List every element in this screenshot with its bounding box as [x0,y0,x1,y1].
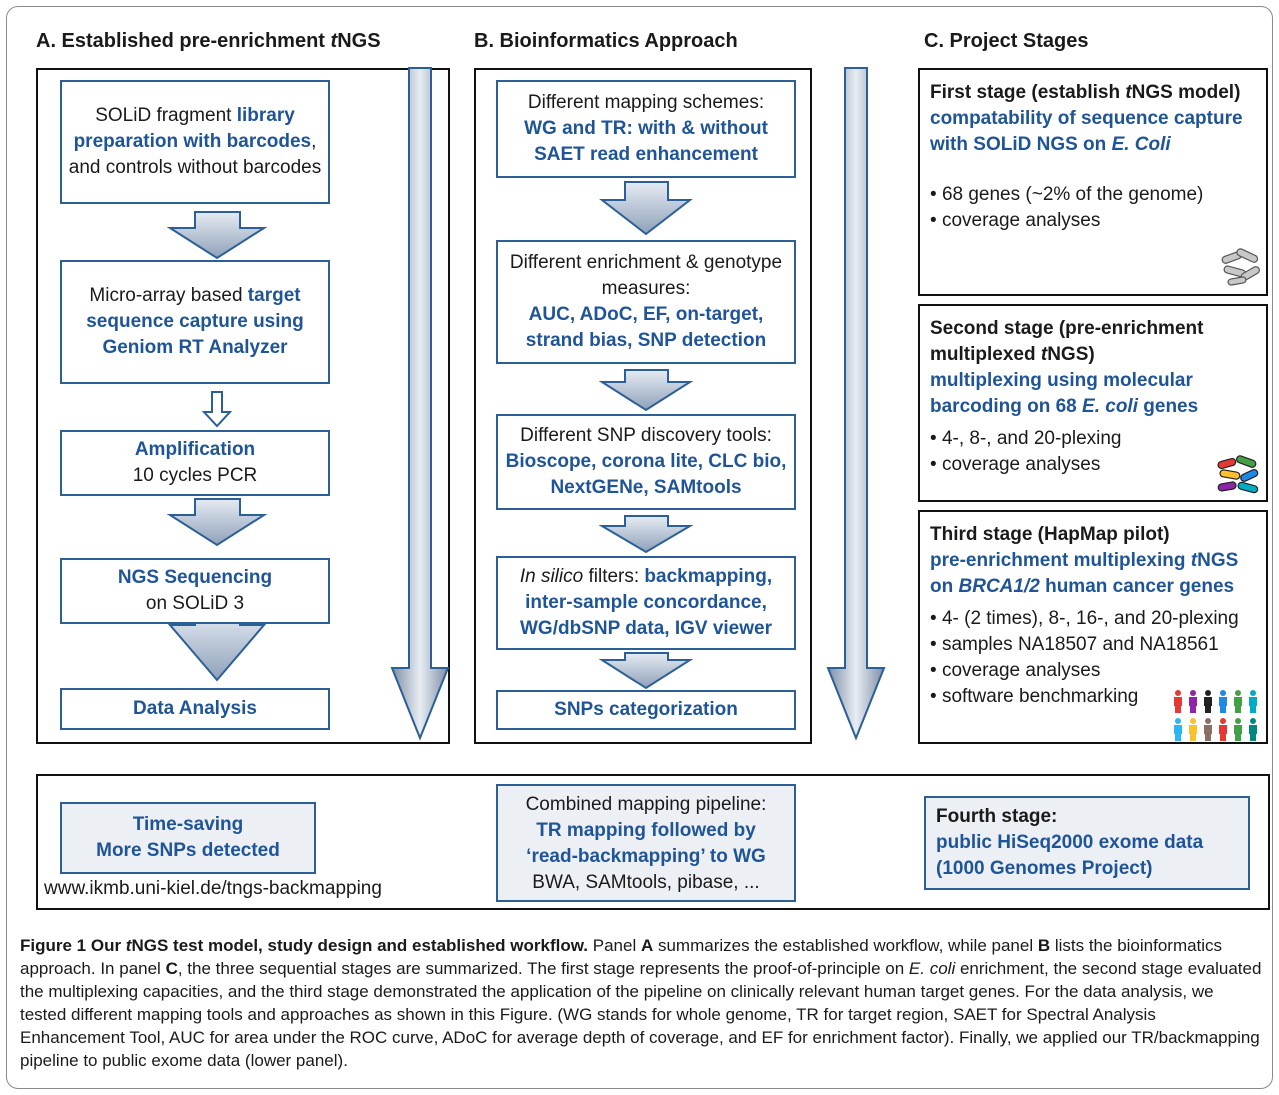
third-stage-bullet: 4- (2 times), 8-, 16-, and 20-plexing [930,606,1256,632]
big-arrow-b [826,67,886,741]
third-stage-bullet: software benchmarking [930,684,1256,710]
bacteria-gray-icon [1221,248,1260,286]
person-figure [1189,718,1197,741]
second-stage-box: Second stage (pre-enrichment multiplexed… [918,304,1268,502]
figure-caption: Figure 1 Our tNGS test model, study desi… [20,936,1262,1070]
data-analysis-box: Data Analysis [60,688,330,730]
person-figure [1204,718,1212,741]
snp-categorization-box: SNPs categorization [496,690,796,730]
arrow-a1 [166,211,268,260]
amplification-box: Amplification 10 cycles PCR [60,430,330,496]
bacteria-colored-icon [1217,455,1259,494]
person-figure [1189,690,1197,713]
combined-pipeline-box: Combined mapping pipeline: TR mapping fo… [496,784,796,902]
first-stage-box: First stage (establish tNGS model) compa… [918,68,1268,296]
second-stage-bullet: 4-, 8-, and 20-plexing [930,426,1256,452]
person-figure [1249,718,1257,741]
second-stage-title: Second stage (pre-enrichment multiplexed… [930,318,1204,365]
person-figure [1234,690,1242,713]
person-figure [1174,690,1182,713]
third-stage-bullet: samples NA18507 and NA18561 [930,632,1256,658]
third-stage-bullet: coverage analyses [930,658,1256,684]
arrow-a2 [201,391,233,428]
panel-a-heading: A. Established pre-enrichment tNGS [36,30,381,52]
person-figure [1174,718,1182,741]
arrow-b1 [599,181,693,236]
arrow-b3 [598,515,694,554]
person-figure [1249,690,1257,713]
panel-b-heading: B. Bioinformatics Approach [474,30,738,52]
in-silico-filters-box: In silico filters: backmapping, inter-sa… [496,556,796,650]
second-stage-bullet: coverage analyses [930,452,1256,478]
caption-title: Figure 1 Our tNGS test model, study desi… [20,936,589,955]
third-stage-title: Third stage (HapMap pilot) [930,524,1170,545]
second-stage-description: multiplexing using molecular barcoding o… [930,370,1199,417]
enrichment-measures-box: Different enrichment & genotype measures… [496,240,796,364]
library-prep-box: SOLiD fragment library preparation with … [60,80,330,204]
fourth-stage-box: Fourth stage: public HiSeq2000 exome dat… [924,796,1250,890]
first-stage-title: First stage (establish tNGS model) [930,82,1241,103]
arrow-a3 [166,498,268,547]
first-stage-bullet: coverage analyses [930,208,1256,234]
person-figure [1219,690,1227,713]
panel-c-heading: C. Project Stages [924,30,1089,52]
third-stage-box: Third stage (HapMap pilot) pre-enrichmen… [918,510,1268,744]
first-stage-description: compatability of sequence capture with S… [930,108,1243,155]
backmapping-url: www.ikmb.uni-kiel.de/tngs-backmapping [44,878,382,899]
first-stage-bullet: 68 genes (~2% of the genome) [930,182,1256,208]
third-stage-description: pre-enrichment multiplexing tNGS on BRCA… [930,550,1239,597]
arrow-b4 [598,652,694,690]
person-figure [1234,718,1242,741]
people-icon [1174,690,1257,741]
snp-tools-box: Different SNP discovery tools: Bioscope,… [496,414,796,510]
person-figure [1204,690,1212,713]
big-arrow-a [390,67,450,741]
person-figure [1219,718,1227,741]
mapping-schemes-box: Different mapping schemes: WG and TR: wi… [496,80,796,178]
ngs-sequencing-box: NGS Sequencing on SOLiD 3 [60,558,330,624]
result-box: Time-saving More SNPs detected [60,802,316,874]
arrow-b2 [598,369,694,412]
figure-frame [6,6,1273,1089]
sequence-capture-box: Micro-array based target sequence captur… [60,260,330,384]
